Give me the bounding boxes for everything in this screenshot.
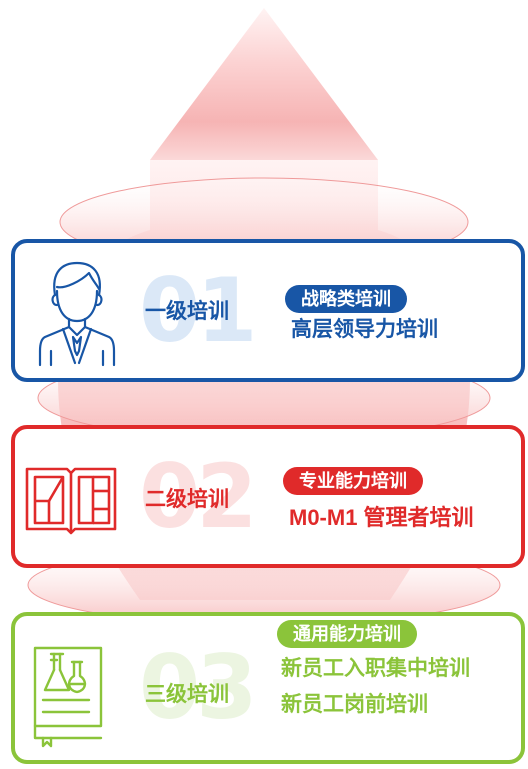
category-badge: 通用能力培训 bbox=[277, 620, 417, 648]
tier-number: 01 bbox=[139, 259, 257, 362]
tier-level: 一级培训 bbox=[145, 300, 229, 323]
category-badge: 专业能力培训 bbox=[283, 467, 423, 495]
tier-level: 三级培训 bbox=[145, 683, 229, 706]
open-book-icon bbox=[25, 467, 117, 535]
training-item: 高层领导力培训 bbox=[291, 318, 438, 341]
training-item: 新员工岗前培训 bbox=[281, 693, 428, 716]
businessman-icon bbox=[38, 261, 116, 367]
training-item: M0-M1 管理者培训 bbox=[289, 505, 474, 530]
category-badge: 战略类培训 bbox=[285, 285, 407, 313]
tier-2-card: 02 二级培训 专业能力培训 M0-M1 管理者培训 bbox=[11, 425, 525, 568]
tier-number: 03 bbox=[139, 636, 257, 739]
science-book-icon bbox=[33, 646, 103, 748]
tier-1-card: 01 一级培训 战略类培训 高层领导力培训 bbox=[11, 239, 525, 382]
tier-level: 二级培训 bbox=[145, 488, 229, 511]
tier-3-card: 03 三级培训 通用能力培训 新员工入职集中培训 新员工岗前培训 bbox=[11, 612, 525, 764]
training-item: 新员工入职集中培训 bbox=[281, 657, 470, 680]
tier-number: 02 bbox=[139, 445, 257, 548]
